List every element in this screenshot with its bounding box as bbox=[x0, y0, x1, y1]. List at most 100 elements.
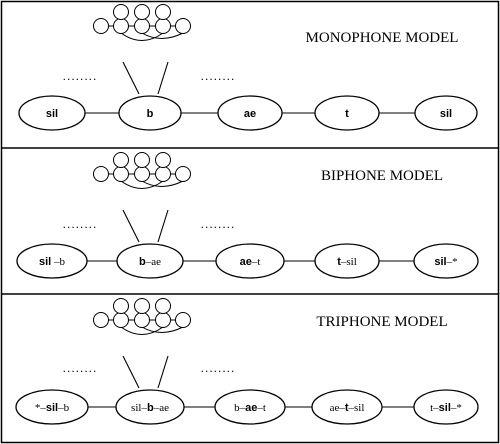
hmm-skip-arc bbox=[141, 180, 184, 187]
phone-node-ellipse bbox=[214, 389, 286, 425]
ellipsis-left: ........ bbox=[63, 217, 98, 231]
panel-title: BIPHONE MODEL bbox=[321, 168, 443, 184]
hmm-state-circle bbox=[134, 166, 150, 182]
hmm-state-circle bbox=[113, 18, 129, 34]
expansion-line bbox=[157, 61, 169, 95]
phone-center-label: ae bbox=[244, 108, 256, 120]
phone-node: t–sil–* bbox=[413, 389, 479, 425]
hmm-exit-circle bbox=[175, 18, 191, 34]
hmm-self-loop-circle bbox=[155, 4, 171, 20]
phone-context-label: ae– bbox=[330, 402, 346, 414]
hmm-self-loop-circle bbox=[113, 298, 129, 314]
phone-node-label: *–sil–b bbox=[35, 402, 70, 414]
hmm-structure-icon bbox=[93, 152, 191, 189]
phone-center-label: sil bbox=[46, 108, 58, 120]
phone-center-label: ae bbox=[245, 402, 257, 414]
phone-node-label: b–ae bbox=[139, 256, 161, 268]
phone-node: ae–t bbox=[215, 243, 285, 279]
phone-node-ellipse bbox=[16, 243, 88, 279]
hmm-exit-circle bbox=[175, 312, 191, 328]
hmm-self-loop-circle bbox=[113, 4, 129, 20]
phone-node-label: t–sil–* bbox=[430, 402, 462, 414]
phone-node: *–sil–b bbox=[15, 389, 89, 425]
phone-center-label: t bbox=[345, 402, 349, 414]
hmm-self-loop-circle bbox=[113, 152, 129, 168]
phone-center-label: sil bbox=[439, 402, 451, 414]
expansion-line bbox=[122, 209, 140, 243]
phone-center-label: sil bbox=[440, 108, 452, 120]
phone-center-label: b bbox=[147, 108, 154, 120]
hmm-state-circle bbox=[134, 18, 150, 34]
phone-node: sil–* bbox=[413, 243, 479, 279]
phone-node: sil–b–ae bbox=[115, 389, 185, 425]
phone-context-label: –b bbox=[51, 256, 65, 268]
phone-node-label: b–ae–t bbox=[234, 402, 266, 414]
hmm-self-loop-circle bbox=[134, 298, 150, 314]
phone-node: b bbox=[118, 95, 182, 131]
expansion-line bbox=[122, 61, 140, 95]
phone-node-ellipse bbox=[215, 243, 285, 279]
phone-context-label: –sil bbox=[348, 402, 365, 414]
hmm-state-circle bbox=[113, 312, 129, 328]
phone-node: sil bbox=[18, 95, 86, 131]
phone-node: t bbox=[314, 95, 380, 131]
phone-context-label: –ae bbox=[153, 402, 169, 414]
phone-node: ae bbox=[217, 95, 283, 131]
hmm-state-circle bbox=[134, 312, 150, 328]
hmm-self-loop-circle bbox=[134, 4, 150, 20]
phone-node-label: sil bbox=[440, 108, 452, 120]
hmm-state-circle bbox=[155, 312, 171, 328]
hmm-skip-arc bbox=[141, 326, 184, 333]
phone-center-label: sil bbox=[46, 402, 58, 414]
hmm-self-loop-circle bbox=[155, 298, 171, 314]
phone-context-label: –sil bbox=[340, 256, 357, 268]
hmm-entry-circle bbox=[93, 312, 109, 328]
phone-center-label: b bbox=[139, 256, 146, 268]
phone-node-label: sil–* bbox=[434, 256, 457, 268]
ellipsis-right: ........ bbox=[201, 69, 236, 83]
phone-node-ellipse bbox=[314, 95, 380, 131]
phone-context-label: –b bbox=[57, 402, 70, 414]
phone-center-label: b bbox=[147, 402, 154, 414]
phone-node-ellipse bbox=[217, 95, 283, 131]
ellipsis-right: ........ bbox=[201, 361, 236, 375]
phone-node-ellipse bbox=[18, 95, 86, 131]
ellipsis-left: ........ bbox=[63, 69, 98, 83]
phone-node-ellipse bbox=[414, 95, 478, 131]
phone-node-ellipse bbox=[116, 243, 184, 279]
phone-node-label: sil bbox=[46, 108, 58, 120]
hmm-entry-circle bbox=[93, 166, 109, 182]
hmm-skip-arc bbox=[120, 180, 164, 189]
phone-node: b–ae bbox=[116, 243, 184, 279]
expansion-line bbox=[122, 355, 140, 389]
hmm-structure-icon bbox=[93, 298, 191, 335]
phone-node-label: ae–t bbox=[240, 256, 261, 268]
phone-node: sil –b bbox=[16, 243, 88, 279]
phone-node: t–sil bbox=[314, 243, 380, 279]
hmm-state-circle bbox=[155, 166, 171, 182]
panel-title: TRIPHONE MODEL bbox=[316, 314, 447, 330]
hmm-structure-icon bbox=[93, 4, 191, 41]
phone-node-label: t–sil bbox=[337, 256, 357, 268]
phone-context-label: sil– bbox=[131, 402, 147, 414]
phone-context-label: *– bbox=[35, 402, 47, 414]
phone-node-label: t bbox=[345, 108, 349, 120]
hmm-entry-circle bbox=[93, 18, 109, 34]
phone-context-label: b– bbox=[234, 402, 246, 414]
hmm-self-loop-circle bbox=[155, 152, 171, 168]
phone-node-ellipse bbox=[413, 243, 479, 279]
phone-context-label: –* bbox=[446, 256, 458, 268]
phone-context-label: –t bbox=[256, 402, 266, 414]
phone-center-label: ae bbox=[240, 256, 252, 268]
phone-node-ellipse bbox=[118, 95, 182, 131]
phone-context-label: –* bbox=[450, 402, 462, 414]
phone-node-label: ae bbox=[244, 108, 256, 120]
hmm-self-loop-circle bbox=[134, 152, 150, 168]
hmm-skip-arc bbox=[120, 32, 164, 41]
phone-node-label: b bbox=[147, 108, 154, 120]
phone-context-label: t– bbox=[430, 402, 439, 414]
